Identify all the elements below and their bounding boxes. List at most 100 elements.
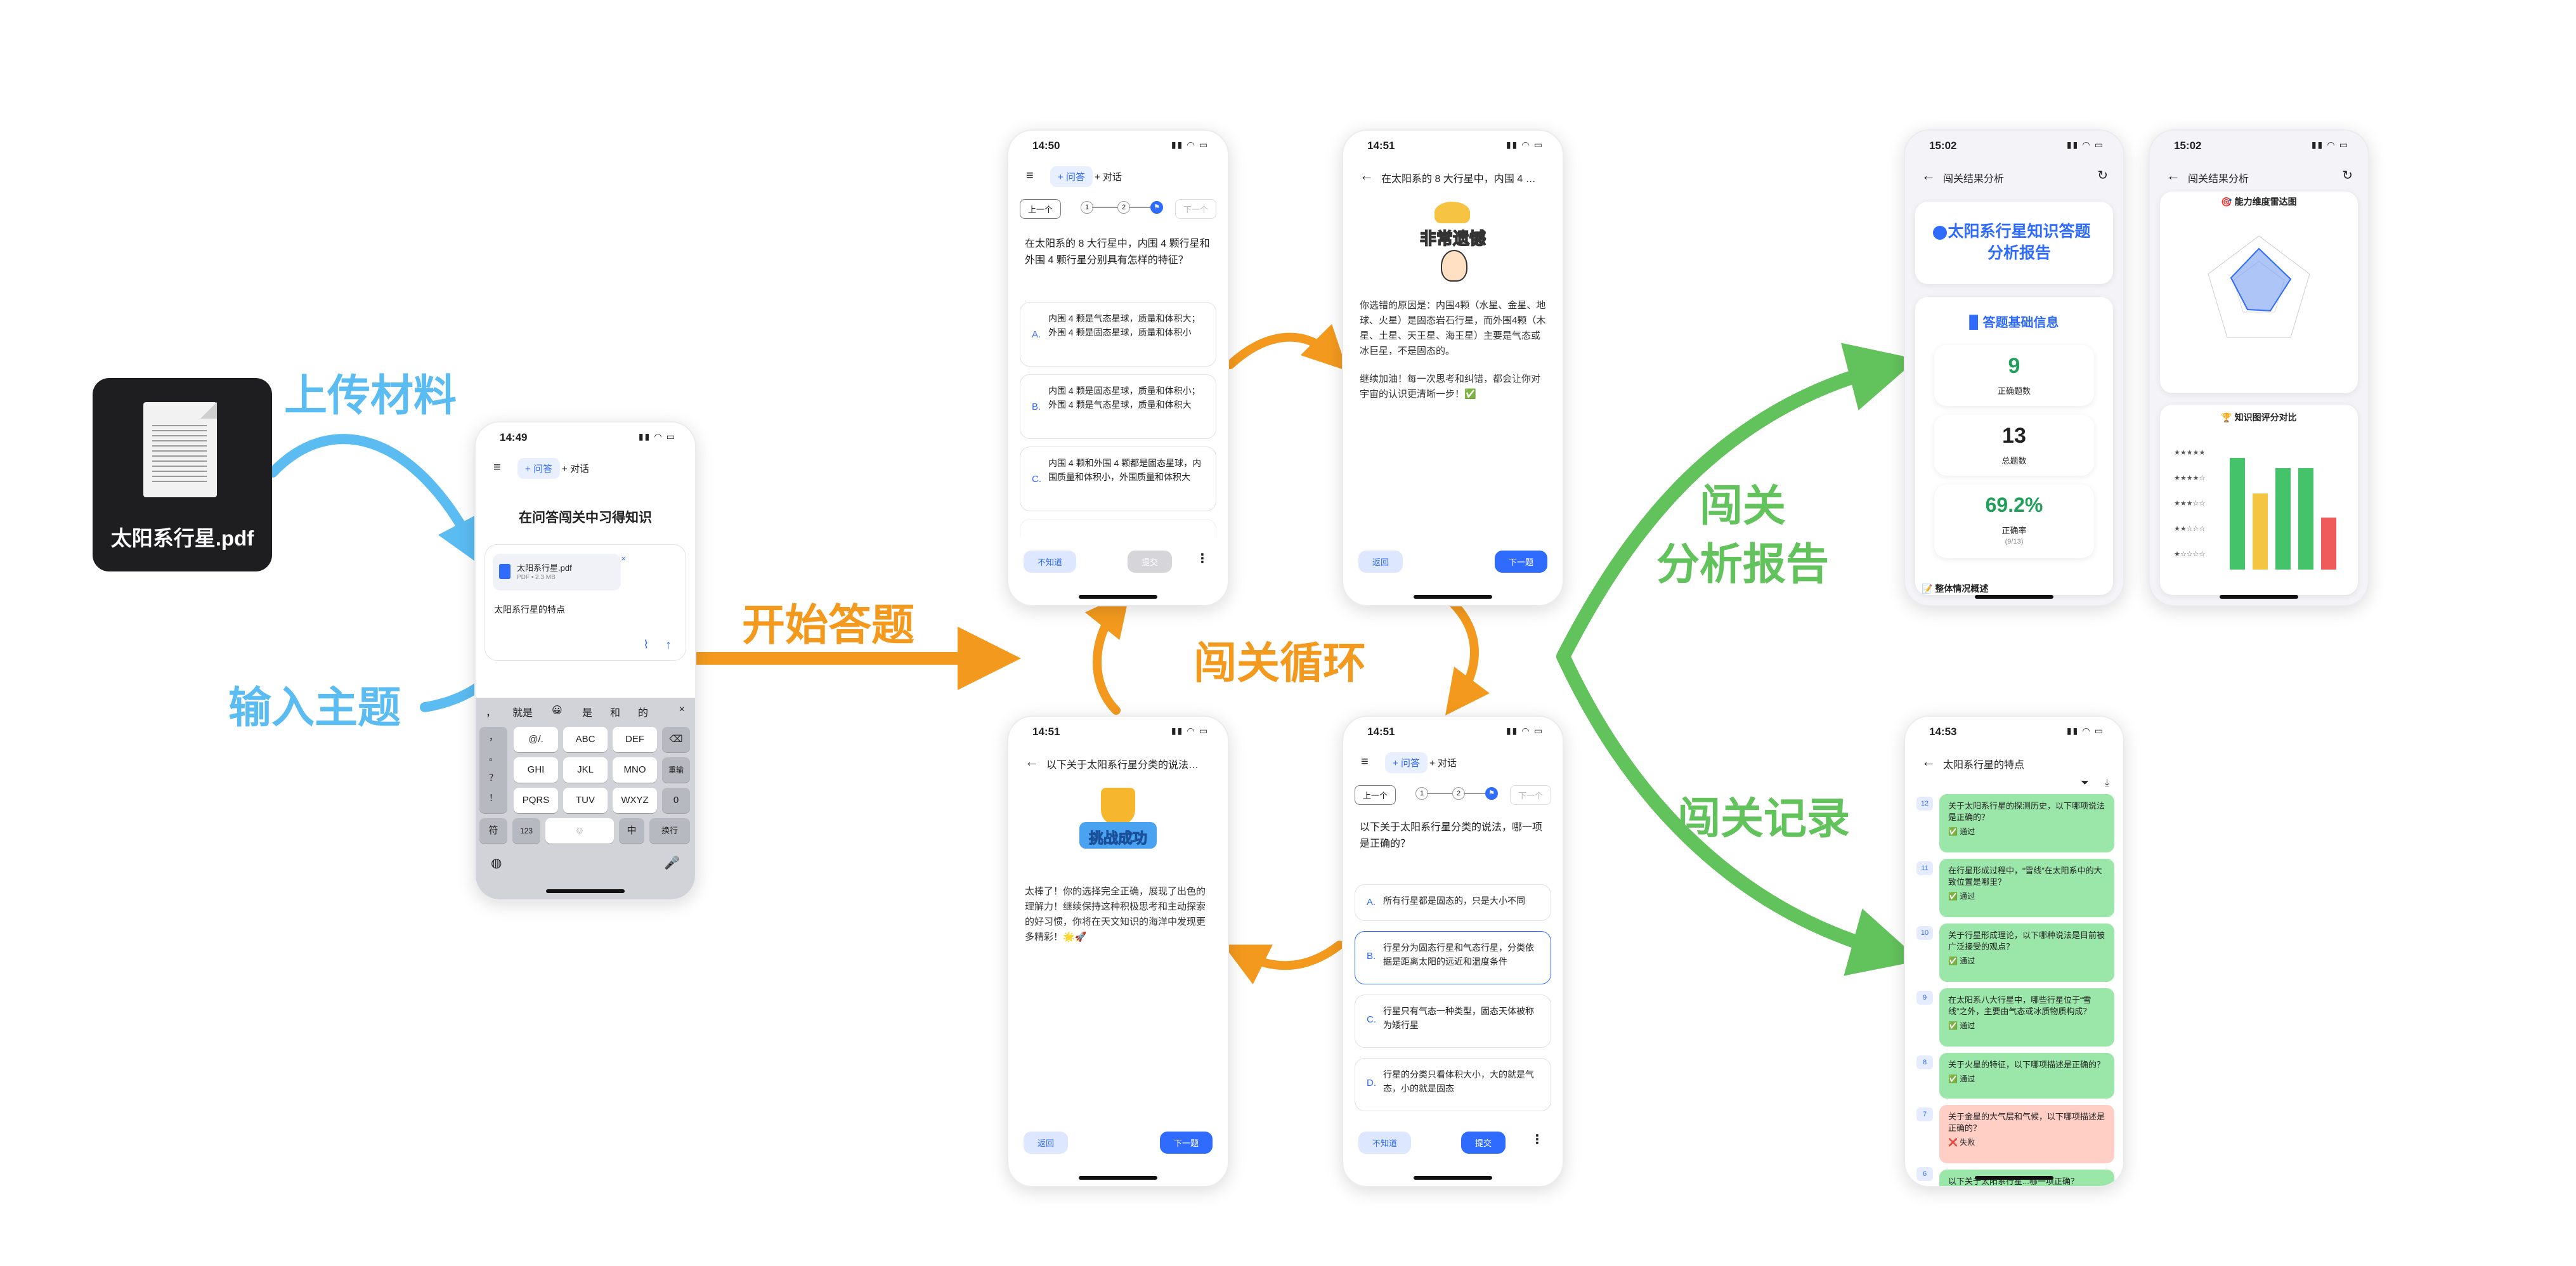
step-current[interactable]: ⚑ [1485,787,1498,800]
back-button[interactable]: 返回 [1358,551,1403,573]
screen-title: 闯关结果分析 [1943,174,2005,185]
back-arrow-icon[interactable]: ← [1922,754,1935,769]
bar-chart-card: 🏆 知识图评分对比 ★★★★★★★★★☆★★★☆☆★★☆☆☆★☆☆☆☆ [2160,405,2358,595]
trophy-sticker: 挑战成功 [1076,788,1161,863]
close-icon[interactable]: × [621,554,626,563]
attachment-chip[interactable]: 太阳系行星.pdf PDF • 2.3 MB × [493,554,626,591]
back-arrow-icon[interactable]: ← [1025,754,1039,769]
option-c[interactable]: C.内围 4 颗和外围 4 颗都是固态星球，内围质量和体积小，外围质量和体积大 [1020,447,1216,511]
keyboard: ， 就是 😀 是 和 的 × ，。？！ @/. ABC DEF ⌫ GHI JK… [476,698,695,899]
record-item[interactable]: 关于金星的大气层和气候，以下哪项描述是正确的？❌ 失败 [1939,1105,2114,1163]
next-question-button[interactable]: 下一题 [1159,1132,1213,1154]
submit-button[interactable]: 提交 [1128,551,1173,573]
num-key[interactable]: 123 [512,818,540,844]
submit-button[interactable]: 提交 [1461,1132,1506,1154]
key-8[interactable]: TUV [563,788,608,813]
lang-key[interactable]: 中 [619,818,644,844]
download-icon[interactable]: ⤓ [2104,778,2109,788]
key-4[interactable]: GHI [514,757,558,783]
option-d[interactable]: D.行星的分类只看体积大小，大的就是气态，小的就是固态 [1355,1058,1551,1111]
space-key[interactable]: ☺ [545,818,614,844]
step-1[interactable]: 1 [1415,787,1428,800]
more-icon[interactable]: ⋮ [1531,1133,1544,1147]
send-icon[interactable]: ↑ [665,638,672,652]
globe-icon[interactable]: ◍ [491,856,502,870]
punct-column[interactable]: ，。？！ [479,727,507,813]
dont-know-button[interactable]: 不知道 [1024,551,1077,573]
option-b[interactable]: B.行星分为固态行星和气态行星，分类依据是距离太阳的远近和温度条件 [1355,931,1551,984]
back-arrow-icon[interactable]: ← [1922,167,1935,183]
status-icons: ▮▮ ◠ ▭ [1171,726,1209,736]
tab-chat[interactable]: + 对话 [1429,758,1457,769]
record-item[interactable]: 在太阳系八大行星中，哪些行星位于“雪线”之外，主要由气态或冰质物质构成？✅ 通过 [1939,988,2114,1047]
option-d-partial[interactable] [1020,519,1216,537]
menu-icon[interactable]: ≡ [1026,169,1034,183]
option-c[interactable]: C.行星只有气态一种类型，固态天体被称为矮行星 [1355,995,1551,1048]
key-9[interactable]: WXYZ [613,788,657,813]
bar-1 [2230,458,2245,570]
step-current[interactable]: ⚑ [1150,201,1163,214]
tab-qa[interactable]: + 问答 [1385,752,1428,773]
collapse-icon[interactable]: × [679,704,685,715]
tab-qa[interactable]: + 问答 [517,458,560,479]
tab-chat[interactable]: + 对话 [562,464,589,474]
key-3[interactable]: DEF [613,727,657,752]
label-start: 开始答题 [742,601,915,649]
key-5[interactable]: JKL [563,757,608,783]
prev-button[interactable]: 上一个 [1020,199,1062,219]
status-icons: ▮▮ ◠ ▭ [1506,726,1544,736]
more-icon[interactable]: ⋮ [1196,552,1209,566]
dont-know-button[interactable]: 不知道 [1358,1132,1412,1154]
key-7[interactable]: PQRS [514,788,558,813]
phone-input-screen: 14:49▮▮ ◠ ▭ ≡ + 问答 + 对话 在问答闯关中习得知识 太阳系行星… [474,421,696,901]
composer[interactable]: 太阳系行星.pdf PDF • 2.3 MB × 太阳系行星的特点 ⌇ ↑ [485,544,686,661]
record-item[interactable]: 关于太阳系行星的探测历史，以下哪项说法是正确的？✅ 通过 [1939,794,2114,852]
filter-icon[interactable]: ⏷ [2081,778,2089,788]
key-2[interactable]: ABC [563,727,608,752]
zero-key[interactable]: 0 [662,788,690,813]
radar-title: 🎯 能力维度雷达图 [2221,197,2297,207]
option-a[interactable]: A.所有行星都是固态的，只是大小不同 [1355,884,1551,921]
enter-key[interactable]: 换行 [649,818,690,844]
key-6[interactable]: MNO [613,757,657,783]
microphone-icon[interactable]: 🎤 [664,856,680,870]
step-2[interactable]: 2 [1452,787,1465,800]
refresh-icon[interactable]: ↻ [2097,169,2108,183]
option-a[interactable]: A.内围 4 颗是气态星球，质量和体积大；外围 4 颗是固态星球，质量和体积小 [1020,302,1216,367]
back-arrow-icon[interactable]: ← [2166,167,2180,183]
prev-button[interactable]: 上一个 [1355,785,1396,805]
paperclip-icon[interactable]: ⌇ [643,638,649,651]
topic-input[interactable]: 太阳系行星的特点 [494,604,565,615]
backspace-key[interactable]: ⌫ [662,727,690,752]
record-item[interactable]: 关于火星的特征，以下哪项描述是正确的？✅ 通过 [1939,1053,2114,1099]
step-1[interactable]: 1 [1081,201,1093,214]
phone-question-screen-2: 14:51▮▮ ◠ ▭ ≡ + 问答 + 对话 上一个 1 2 ⚑ 下一个 以下… [1342,715,1564,1187]
key-1[interactable]: @/. [514,727,558,752]
status-icons: ▮▮ ◠ ▭ [2066,726,2104,736]
back-button[interactable]: 返回 [1024,1132,1069,1154]
tab-chat[interactable]: + 对话 [1095,172,1122,183]
next-button[interactable]: 下一个 [1174,199,1216,219]
pdf-file[interactable]: 太阳系行星.pdf [93,378,272,571]
next-button[interactable]: 下一个 [1509,785,1551,805]
menu-icon[interactable]: ≡ [493,460,501,474]
menu-icon[interactable]: ≡ [1361,755,1369,769]
tab-qa[interactable]: + 问答 [1050,166,1093,187]
refresh-icon[interactable]: ↻ [2342,169,2353,183]
record-item[interactable]: 在行星形成过程中，“雪线”在太阳系中的大致位置是哪里？✅ 通过 [1939,859,2114,917]
next-question-button[interactable]: 下一题 [1494,551,1547,573]
phone-question-screen: 14:50▮▮ ◠ ▭ ≡ + 问答 + 对话 上一个 1 2 ⚑ 下一个 在太… [1007,129,1229,606]
screen-title: 以下关于太阳系行星分类的说法，哪一... [1046,760,1202,771]
step-2[interactable]: 2 [1117,201,1130,214]
overview-heading: 📝 整体情况概述 [1922,584,1989,594]
phone-records: 14:53▮▮ ◠ ▭ ← 太阳系行星的特点 ⏷ ⤓ 12 11 10 9 8 … [1904,715,2124,1187]
symbol-key[interactable]: 符 [479,818,507,844]
option-b[interactable]: B.内围 4 颗是固态星球，质量和体积小；外围 4 颗是气态星球，质量和体积大 [1020,374,1216,439]
sorry-sticker: 非常遗憾 [1409,202,1497,282]
reenter-key[interactable]: 重输 [662,757,690,783]
record-item[interactable]: 关于行星形成理论，以下哪种说法是目前被广泛接受的观点？✅ 通过 [1939,923,2114,982]
document-icon [143,402,217,497]
back-arrow-icon[interactable]: ← [1360,167,1374,183]
total-count-card: 13 总题数 [1934,415,2094,476]
